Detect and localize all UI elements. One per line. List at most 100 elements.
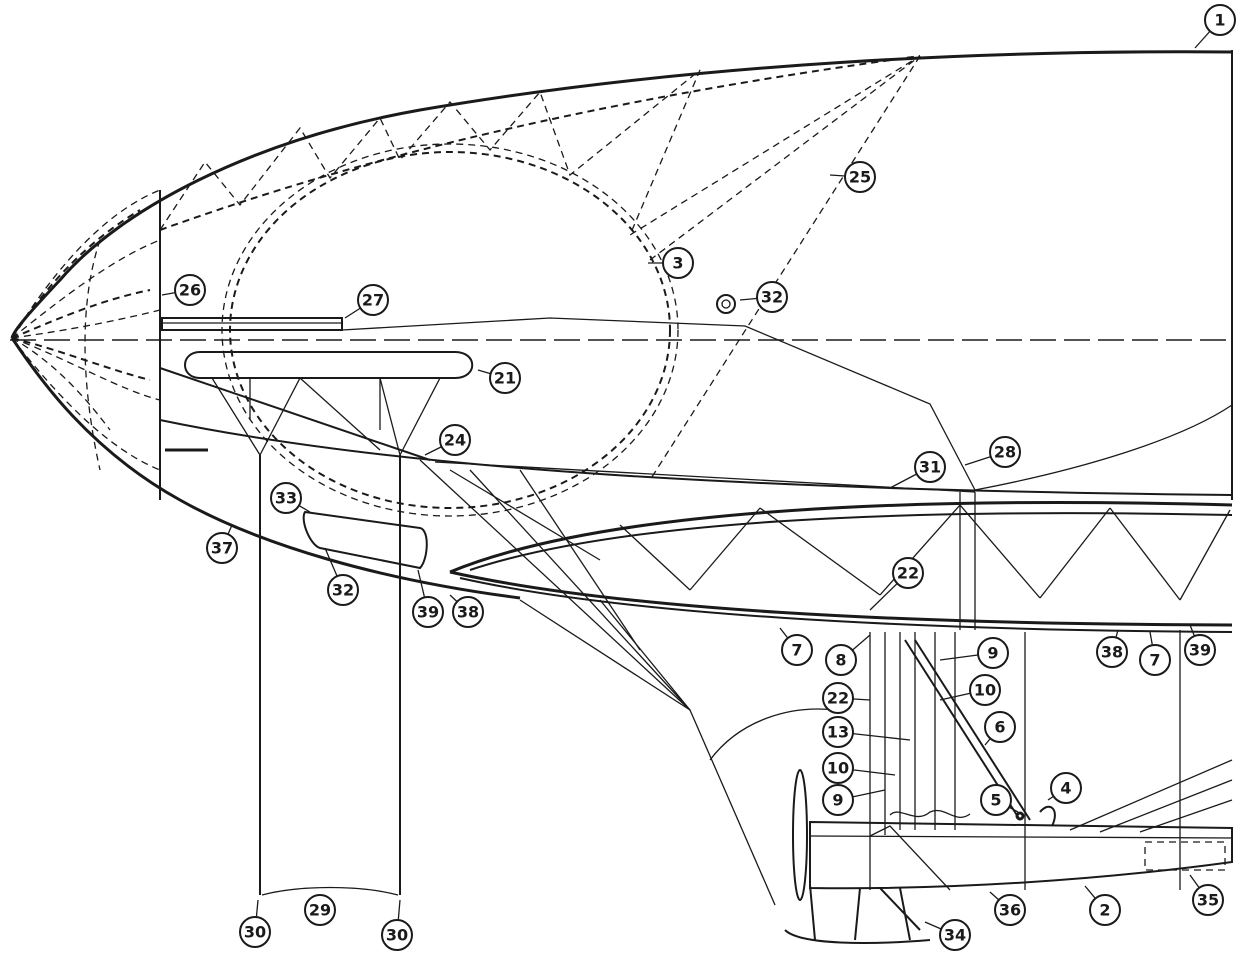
callout-5: 5: [980, 784, 1019, 816]
callout-circle: [822, 716, 854, 748]
engine-part-5: [1015, 811, 1025, 821]
car-bottom-inner: [459, 577, 1233, 633]
callout-number: 32: [761, 288, 783, 307]
callout-circle: [977, 637, 1009, 669]
callout-circle: [989, 436, 1021, 468]
callout-circle: [662, 247, 694, 279]
callout-number: 4: [1060, 779, 1071, 798]
skid-34: [784, 884, 931, 944]
callout-circle: [1089, 894, 1121, 926]
callout-3: 3: [648, 247, 694, 279]
car-bottom-outline: [449, 570, 1233, 627]
gas-valve: [716, 294, 736, 314]
strut-6b: [914, 639, 1031, 821]
box-33: [302, 510, 428, 570]
envelope-inner-lining: [159, 55, 921, 231]
callout-number: 26: [179, 281, 201, 300]
callout-circle: [825, 644, 857, 676]
callout-33: 33: [270, 482, 311, 514]
callout-22: 22: [822, 682, 871, 714]
diagonal-strut: [159, 367, 431, 461]
callout-number: 27: [362, 291, 384, 310]
callout-number: 35: [1197, 891, 1219, 910]
radiator-wave: [889, 809, 971, 818]
callout-number: 32: [332, 581, 354, 600]
callout-number: 38: [457, 603, 479, 622]
callout-circle: [1139, 644, 1171, 676]
callout-number: 33: [275, 489, 297, 508]
callout-circle: [980, 784, 1012, 816]
suspension-cables: [419, 459, 976, 906]
callout-number: 39: [417, 603, 439, 622]
callout-number: 25: [849, 168, 871, 187]
callout-38: 38: [449, 594, 484, 628]
callout-number: 8: [835, 651, 846, 670]
callout-circle: [822, 682, 854, 714]
rigging-line-25: [649, 55, 921, 481]
gas-valve-core: [721, 299, 731, 309]
nacelle: [784, 492, 1233, 944]
callout-circle: [781, 634, 813, 666]
callout-number: 30: [386, 926, 408, 945]
callout-32: 32: [324, 547, 359, 606]
callout-circle: [844, 161, 876, 193]
tail-planes: [1069, 759, 1233, 833]
propeller: [792, 769, 808, 901]
callout-number: 22: [897, 564, 919, 583]
callout-circle: [1184, 634, 1216, 666]
fuselage-longeron: [809, 835, 1233, 839]
callout-number: 24: [444, 431, 466, 450]
callout-circle: [357, 284, 389, 316]
callout-circle: [1204, 4, 1236, 36]
callout-circle: [1050, 772, 1082, 804]
callout-35: 35: [1189, 874, 1224, 916]
callout-number: 5: [990, 791, 1001, 810]
suspension-curve: [974, 404, 1233, 491]
tube-21: [184, 351, 474, 379]
callout-29: 29: [304, 894, 336, 926]
callout-circle: [756, 281, 788, 313]
callout-4: 4: [1047, 772, 1082, 804]
callout-number: 22: [827, 689, 849, 708]
fuselage-bracing: [869, 825, 951, 891]
envelope: [10, 50, 1233, 600]
callout-9: 9: [939, 637, 1009, 669]
callout-circle: [939, 919, 971, 951]
callout-number: 28: [994, 443, 1016, 462]
callout-number: 1: [1214, 11, 1225, 30]
callout-13: 13: [822, 716, 911, 748]
callout-36: 36: [989, 891, 1026, 926]
callout-circle: [174, 274, 206, 306]
callout-30: 30: [239, 899, 271, 948]
callout-32: 32: [739, 281, 788, 313]
arrow-28-lower: [709, 708, 836, 761]
callout-circle: [1096, 636, 1128, 668]
envelope-bottom-outline: [10, 337, 521, 600]
callout-number: 31: [919, 458, 941, 477]
callout-27: 27: [344, 284, 389, 319]
callout-number: 38: [1101, 643, 1123, 662]
callout-circle: [822, 752, 854, 784]
callout-26: 26: [161, 274, 206, 306]
callout-2: 2: [1084, 885, 1121, 926]
callout-number: 3: [672, 254, 683, 273]
callout-circle: [822, 784, 854, 816]
callout-number: 10: [974, 681, 996, 700]
callout-10: 10: [939, 674, 1001, 706]
rear-rigging-line: [341, 317, 976, 491]
callout-circle: [412, 596, 444, 628]
envelope-lower-line: [159, 419, 1233, 496]
car-frame: [259, 455, 1233, 906]
callout-number: 9: [987, 644, 998, 663]
nose-cap-shade: [11, 209, 151, 381]
callout-38: 38: [1096, 629, 1128, 668]
arrow-29: [261, 886, 399, 896]
callout-number: 39: [1189, 641, 1211, 660]
callout-circle: [304, 894, 336, 926]
callout-6: 6: [984, 711, 1016, 746]
callout-number: 21: [494, 369, 516, 388]
engine-part-4: [1039, 805, 1056, 827]
callout-circle: [206, 532, 238, 564]
